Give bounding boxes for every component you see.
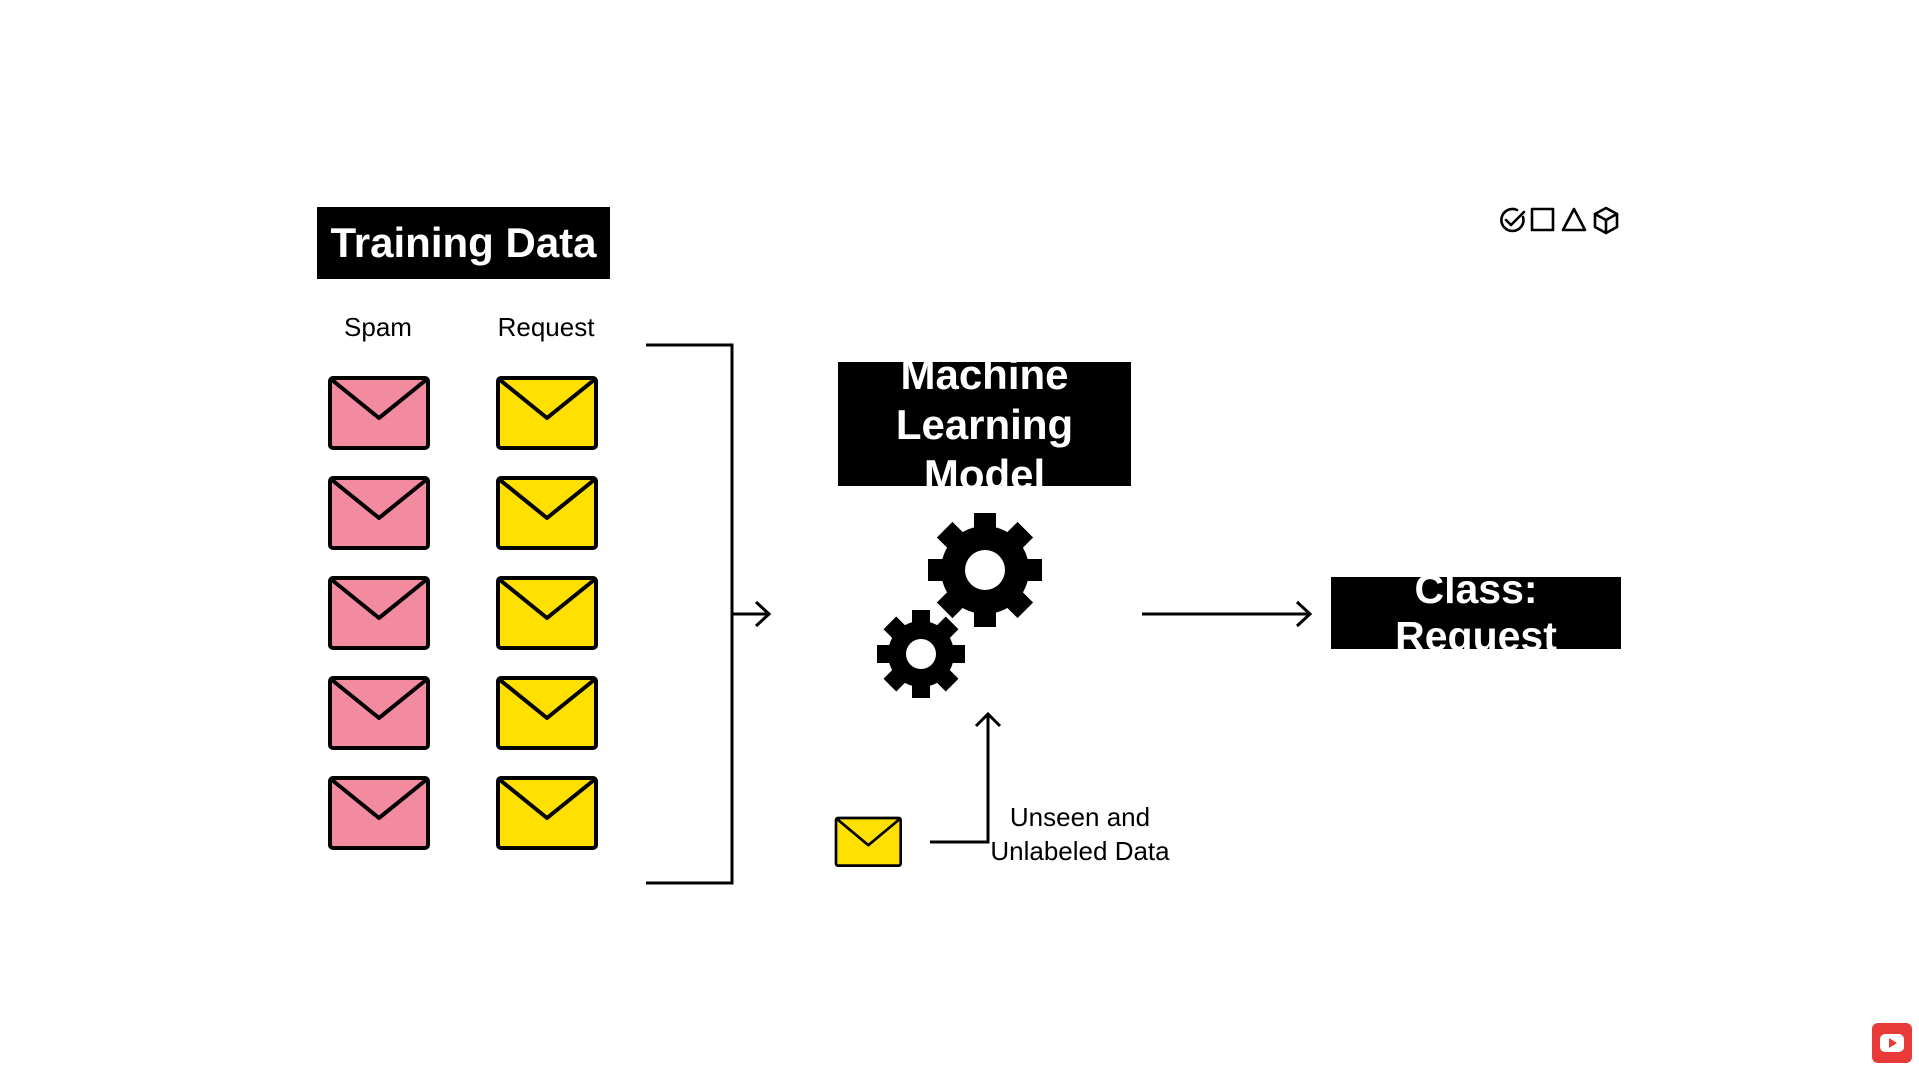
unseen-data-line1: Unseen and xyxy=(1009,802,1151,832)
request-envelope-icon xyxy=(496,376,598,450)
spam-envelope-icon xyxy=(328,776,430,850)
unseen-data-line2: Unlabeled Data xyxy=(990,836,1170,866)
model-title-line2: Learning Model xyxy=(895,401,1074,498)
model-title: Machine Learning Model xyxy=(838,351,1131,498)
request-envelopes xyxy=(496,376,598,850)
square-icon xyxy=(1530,207,1555,232)
arrow-to-class xyxy=(1142,600,1313,628)
arrow-unseen-to-model xyxy=(930,711,1002,844)
spam-envelope-icon xyxy=(328,676,430,750)
cube-icon xyxy=(1593,206,1619,235)
request-column-label: Request xyxy=(497,312,595,342)
request-envelope-icon xyxy=(496,676,598,750)
arrow-to-model xyxy=(732,600,772,628)
training-data-title: Training Data xyxy=(317,207,610,279)
unseen-envelope-icon xyxy=(834,816,903,867)
check-circle-icon xyxy=(1500,207,1526,233)
unseen-data-label: Unseen and Unlabeled Data xyxy=(980,800,1180,868)
spam-envelopes xyxy=(328,376,430,850)
spam-envelope-icon xyxy=(328,576,430,650)
spam-column-label: Spam xyxy=(344,312,412,342)
triangle-icon xyxy=(1561,207,1587,232)
spam-envelope-icon xyxy=(328,376,430,450)
youtube-subscribe-icon[interactable] xyxy=(1872,1023,1912,1063)
model-title-line1: Machine xyxy=(900,351,1069,398)
spam-envelope-icon xyxy=(328,476,430,550)
gears-icon xyxy=(877,513,1042,698)
request-envelope-icon xyxy=(496,576,598,650)
class-output-label: Class: Request xyxy=(1331,566,1621,659)
request-envelope-icon xyxy=(496,476,598,550)
training-bracket xyxy=(646,343,734,885)
icon-row xyxy=(1500,206,1619,235)
request-envelope-icon xyxy=(496,776,598,850)
